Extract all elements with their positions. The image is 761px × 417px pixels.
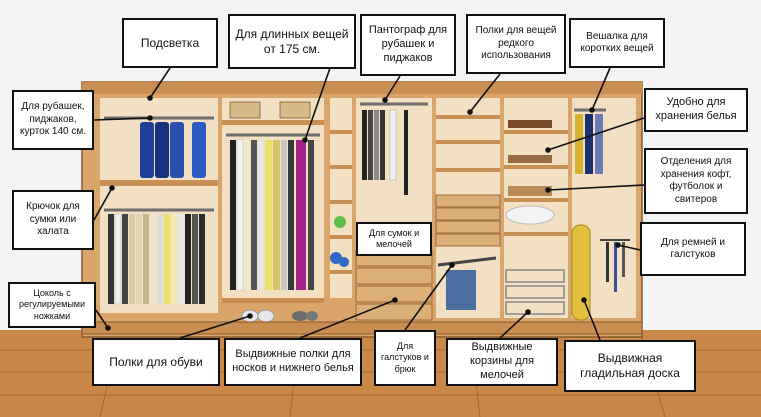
callout-leader-lines (93, 67, 645, 341)
callout-ironing-board: Выдвижная гладильная доска (564, 340, 696, 392)
shelf (100, 180, 218, 186)
section-shelves-small (330, 98, 352, 298)
callout-sweaters: Отделения для хранения кофт, футболок и … (644, 148, 748, 214)
leader-ironing (583, 299, 601, 341)
arrow-pointer-icon (525, 309, 531, 315)
arrow-pointer-icon (247, 313, 253, 319)
arrow-pointer-icon (589, 107, 595, 113)
leader-shoes (179, 315, 251, 339)
callout-shirts-jackets: Для рубашек, пиджаков, курток 140 см. (12, 90, 94, 150)
arrow-pointer-icon (392, 297, 398, 303)
small-drawers (435, 194, 501, 247)
shelf (222, 120, 324, 125)
ironing-board (571, 224, 591, 321)
arrow-pointer-icon (467, 109, 473, 115)
leader-hook (93, 187, 113, 221)
arrow-pointer-icon (147, 115, 153, 121)
long-hanging-clothes (230, 139, 314, 291)
wire-baskets (505, 269, 565, 315)
arrow-pointer-icon (545, 147, 551, 153)
arrow-pointer-icon (105, 325, 111, 331)
callout-belts-ties: Для ремней и галстуков (640, 222, 746, 276)
callout-rare-items-shelves: Полки для вещей редкого использования (466, 14, 566, 74)
upper-shelves (436, 115, 500, 172)
callout-socks-drawers: Выдвижные полки для носков и нижнего бел… (224, 338, 362, 386)
arrow-pointer-icon (615, 242, 621, 248)
arrow-pointer-icon (109, 185, 115, 191)
callout-shoe-shelves: Полки для обуви (92, 338, 220, 386)
callout-pantograph: Пантограф для рубашек и пиджаков (360, 14, 456, 76)
wardrobe-plinth (81, 321, 643, 335)
callout-bags-small: Для сумок и мелочей (356, 222, 432, 256)
callout-plinth: Цоколь с регулируемыми ножками (8, 282, 96, 328)
callout-long-items: Для длинных вещей от 175 см. (228, 14, 356, 69)
leader-shirts (93, 117, 151, 121)
box (279, 101, 311, 119)
leader-rare-items (469, 73, 501, 113)
arrow-pointer-icon (302, 137, 308, 143)
lower-hanging-clothes (108, 213, 205, 305)
shoe-shelf (222, 298, 324, 303)
ties (606, 242, 625, 292)
arrow-pointer-icon (147, 95, 153, 101)
basket-shelves (504, 130, 568, 236)
callout-lighting: Подсветка (122, 18, 218, 68)
shoes (241, 309, 318, 323)
leader-socks (299, 299, 396, 339)
arrow-pointer-icon (581, 297, 587, 303)
leader-belts-ties (617, 244, 641, 251)
leader-ties-trousers (404, 264, 453, 331)
leader-long-items (304, 67, 331, 141)
decor-balls (330, 216, 349, 267)
small-shelves (330, 130, 352, 274)
pantograph-clothes (362, 109, 408, 195)
leader-lighting (149, 67, 171, 99)
box (229, 101, 261, 119)
arrow-pointer-icon (545, 187, 551, 193)
wardrobe-top-panel (82, 82, 642, 94)
callout-hook: Крючок для сумки или халата (12, 190, 94, 250)
leader-plinth (95, 309, 109, 329)
short-clothes (575, 114, 603, 174)
blue-jackets (140, 122, 206, 178)
callout-short-hanger: Вешалка для коротких вещей (569, 18, 665, 68)
arrow-pointer-icon (382, 97, 388, 103)
callout-baskets: Выдвижные корзины для мелочей (446, 338, 558, 386)
callout-ties-trousers: Для галстуков и брюк (374, 330, 436, 386)
leader-baskets (499, 311, 529, 339)
callout-underwear-storage: Удобно для хранения белья (644, 88, 748, 132)
leader-short-hanger (591, 67, 611, 111)
leader-pantograph (384, 75, 401, 101)
folded-clothes (505, 120, 555, 225)
trouser-hanger (437, 256, 497, 310)
leader-sweaters (547, 184, 645, 191)
leader-underwear (547, 117, 645, 151)
arrow-pointer-icon (449, 262, 455, 268)
